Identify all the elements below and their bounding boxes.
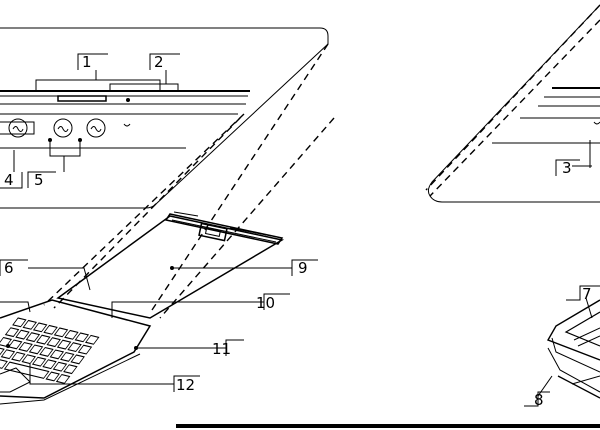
callout-2: 2 <box>149 53 180 71</box>
callout-2-text: 2 <box>154 53 164 71</box>
callout-11: 11 <box>212 339 244 358</box>
zoom-panel-right <box>427 4 600 203</box>
callout-7-text: 7 <box>582 285 592 303</box>
leader-lines <box>0 165 593 397</box>
callout-7: 7 <box>566 285 600 303</box>
callout-6-text: 6 <box>4 259 14 277</box>
zoom-panel-left <box>0 27 329 209</box>
callout-8-text: 8 <box>534 391 544 409</box>
side-view-illustration <box>546 299 600 399</box>
keyboard-keys <box>0 317 100 384</box>
port-icons <box>0 98 131 138</box>
callout-10-text: 10 <box>256 294 275 312</box>
callout-11-text: 11 <box>212 340 231 358</box>
callout-5-text: 5 <box>34 171 44 189</box>
callout-9-text: 9 <box>298 259 308 277</box>
tablet-dock-illustration <box>0 211 285 405</box>
callout-4-text: 4 <box>4 171 14 189</box>
callout-12-text: 12 <box>176 376 195 394</box>
callout-1-text: 1 <box>82 53 92 71</box>
callout-6: 6 <box>0 259 28 277</box>
callout-9: 9 <box>291 259 318 277</box>
callout-12: 12 <box>173 375 200 394</box>
projection-lines <box>43 4 600 319</box>
callout-1: 1 <box>77 53 108 71</box>
callout-3-text: 3 <box>562 159 572 177</box>
page-footer-bar <box>176 424 600 428</box>
callout-4: 4 <box>0 171 23 189</box>
callout-3: 3 <box>555 159 580 177</box>
callout-5: 5 <box>27 171 56 189</box>
callout-8: 8 <box>524 391 550 409</box>
callout-10: 10 <box>256 293 290 312</box>
